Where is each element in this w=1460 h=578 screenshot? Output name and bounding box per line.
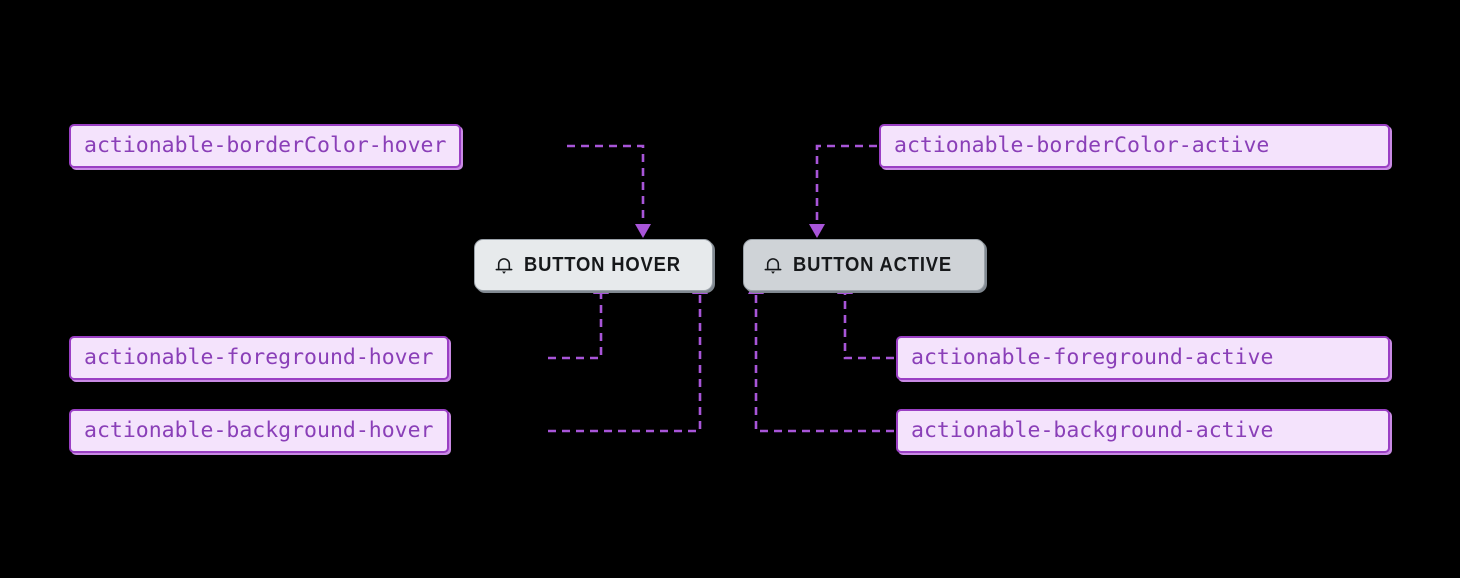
bell-icon xyxy=(493,254,515,277)
token-actionable-foreground-active[interactable]: actionable-foreground-active xyxy=(896,336,1390,380)
token-label: actionable-borderColor-active xyxy=(894,133,1270,159)
edge-borderColor-hover xyxy=(567,144,651,238)
token-label: actionable-background-hover xyxy=(84,418,434,444)
token-label: actionable-background-active xyxy=(911,418,1274,444)
token-actionable-background-hover[interactable]: actionable-background-hover xyxy=(69,409,449,453)
token-label: actionable-foreground-active xyxy=(911,345,1274,371)
token-label: actionable-foreground-hover xyxy=(84,345,434,371)
edge-foreground-hover xyxy=(548,280,609,360)
token-actionable-background-active[interactable]: actionable-background-active xyxy=(896,409,1390,453)
edge-background-hover xyxy=(548,280,708,433)
token-actionable-borderColor-active[interactable]: actionable-borderColor-active xyxy=(879,124,1390,168)
button-label: BUTTON HOVER xyxy=(524,253,681,276)
token-actionable-borderColor-hover[interactable]: actionable-borderColor-hover xyxy=(69,124,462,168)
edge-borderColor-active xyxy=(809,144,877,238)
button-hover-preview[interactable]: BUTTON HOVER xyxy=(474,239,714,291)
edge-foreground-active xyxy=(837,280,894,360)
button-active-preview[interactable]: BUTTON ACTIVE xyxy=(743,239,985,291)
bell-icon xyxy=(762,254,784,277)
token-actionable-foreground-hover[interactable]: actionable-foreground-hover xyxy=(69,336,449,380)
button-label: BUTTON ACTIVE xyxy=(793,253,953,276)
edge-background-active xyxy=(748,280,894,433)
token-label: actionable-borderColor-hover xyxy=(84,133,447,159)
